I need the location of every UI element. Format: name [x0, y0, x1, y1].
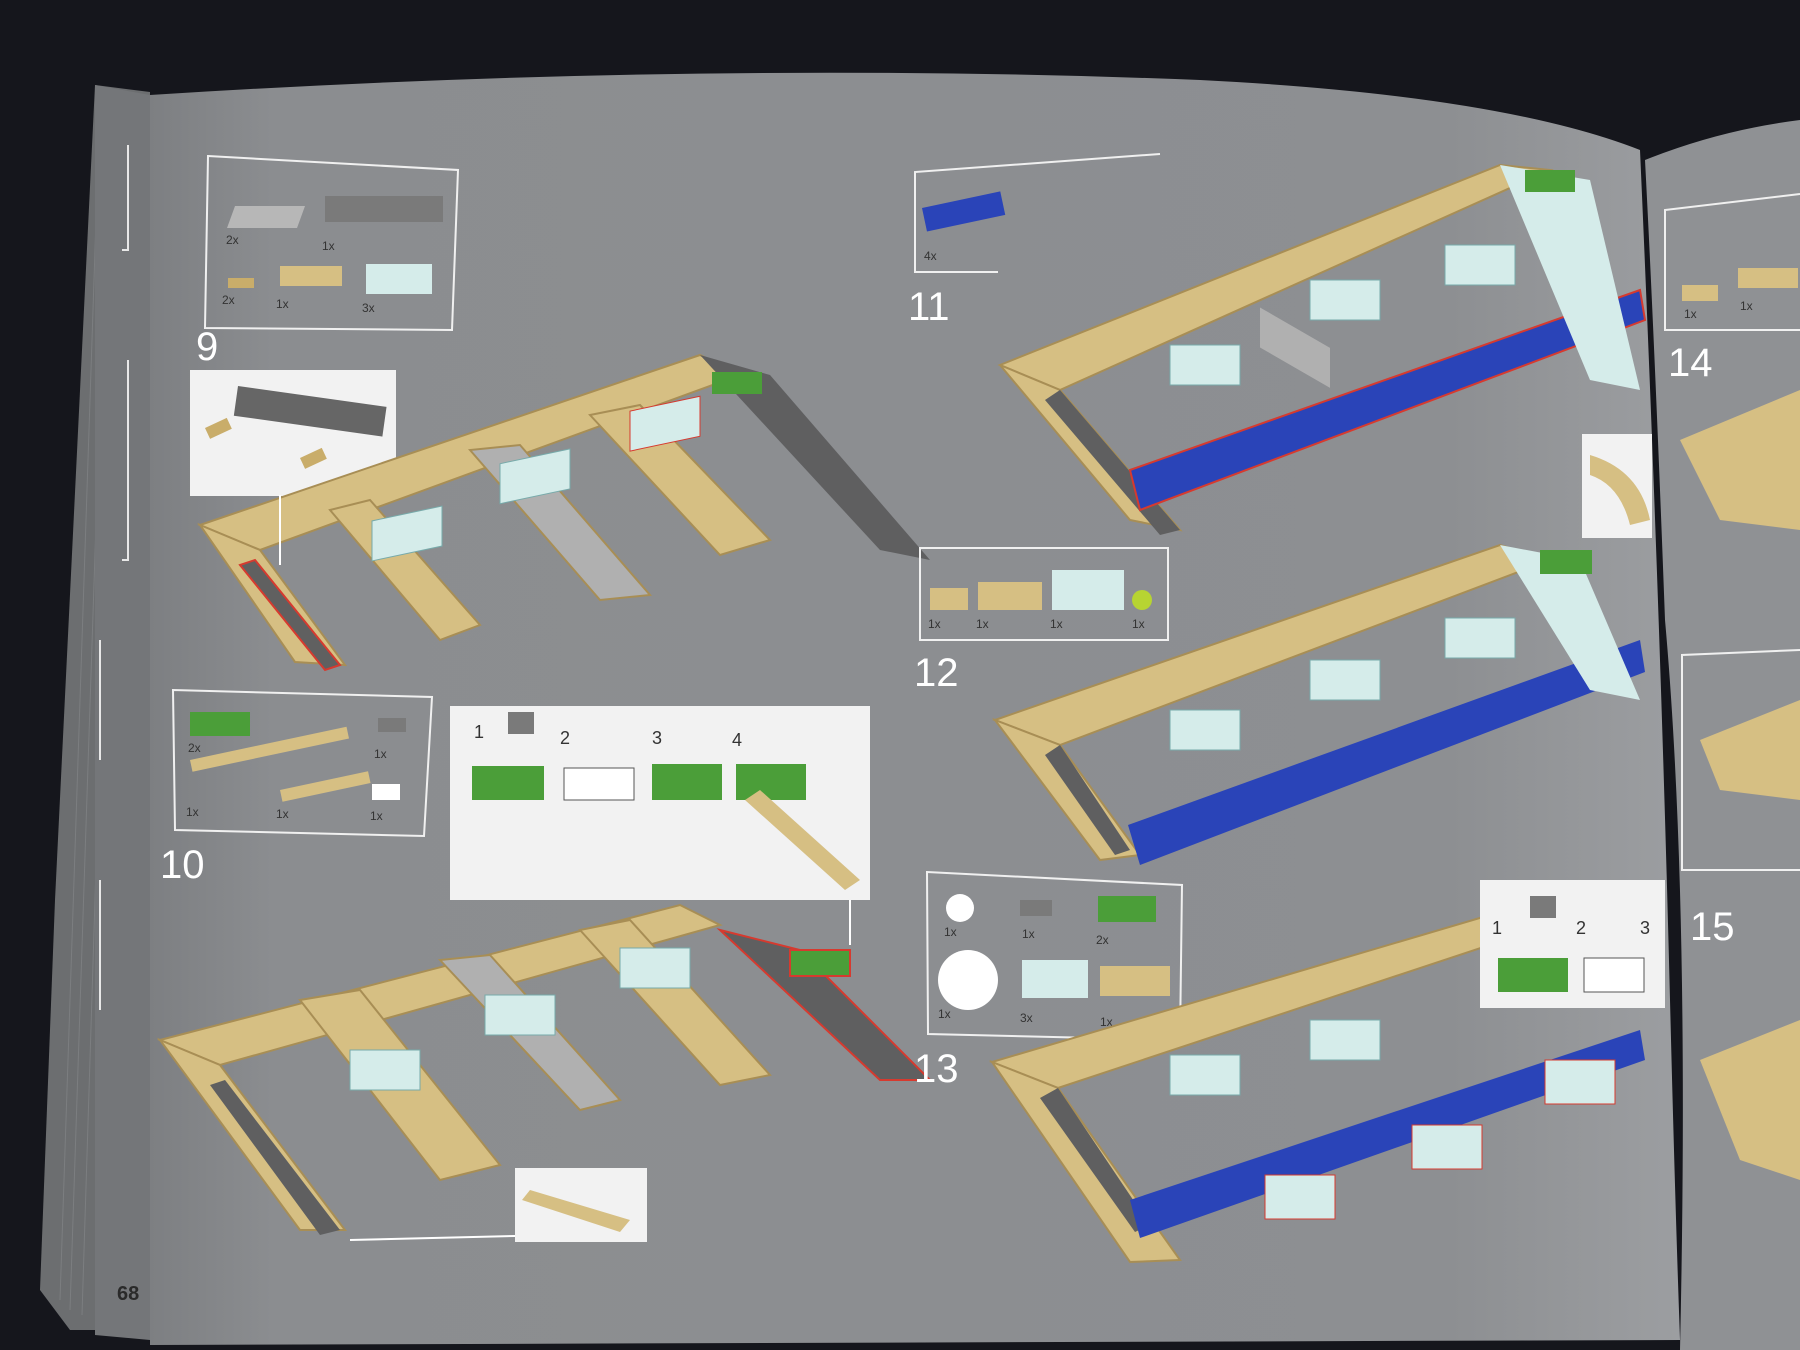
- part-plate-tan-medium: [280, 771, 371, 802]
- part-brick-tan-long: [978, 582, 1042, 610]
- part-brick-aqua: [1052, 570, 1124, 610]
- previous-page-strip: [95, 85, 150, 1340]
- step14-qty-1: 1x: [1684, 307, 1697, 321]
- substep-4: 4: [732, 730, 742, 750]
- aqua-brick: [629, 395, 701, 452]
- step12-qty-3: 1x: [1050, 617, 1063, 631]
- part-plate-green: [190, 712, 250, 736]
- step13-build-model: [988, 910, 1645, 1264]
- step13-qty-2: 1x: [1022, 927, 1035, 941]
- step9-parts-callout: 2x 1x 2x 1x 3x: [203, 154, 460, 332]
- step15-subassembly-callout: 1 2 3: [1480, 880, 1665, 1008]
- step9-qty-3: 2x: [222, 293, 235, 307]
- part-round-white-small: [946, 894, 974, 922]
- step10-subassembly-callout: 1 2 3 4: [450, 706, 870, 900]
- step9-qty-5: 3x: [362, 301, 375, 315]
- aqua-brick: [499, 448, 571, 505]
- part-plate-tan: [280, 266, 342, 286]
- step14-build-model: [1680, 390, 1800, 530]
- part-tile-light-gray: [227, 206, 306, 228]
- step10-qty-3: 1x: [186, 805, 199, 819]
- part-technic-beam-gray: [325, 196, 443, 222]
- step9-qty-1: 2x: [226, 233, 239, 247]
- step15-number: 15: [1690, 905, 1735, 949]
- step12-qty-1: 1x: [928, 617, 941, 631]
- step13-qty-4: 1x: [938, 1007, 951, 1021]
- step10-qty-2: 1x: [374, 747, 387, 761]
- step15-substep-3: 3: [1640, 918, 1650, 938]
- part-technic-pin-tan: [228, 278, 254, 288]
- step14-parts-callout: 1x 1x: [1664, 193, 1800, 331]
- part-brick-tan: [1100, 966, 1170, 996]
- green-plate: [712, 372, 762, 394]
- step9-build-model: [197, 353, 930, 672]
- step11-qty-1: 4x: [924, 249, 937, 263]
- step12-parts-callout: 1x 1x 1x 1x: [919, 547, 1169, 641]
- part-round-white: [372, 784, 400, 800]
- step13-qty-1: 1x: [944, 925, 957, 939]
- step12-number: 12: [914, 651, 959, 695]
- step12-side-callout: [1582, 434, 1652, 538]
- part-plate-tan-long: [190, 726, 349, 772]
- step13-qty-5: 3x: [1020, 1011, 1033, 1025]
- part-brick-aqua: [366, 264, 432, 294]
- step15-substep-1: 1: [1492, 918, 1502, 938]
- aqua-brick: [371, 505, 443, 562]
- step10-qty-1: 2x: [188, 741, 201, 755]
- step11-number: 11: [908, 285, 950, 329]
- part-clip-gray: [378, 718, 406, 732]
- step12-qty-2: 1x: [976, 617, 989, 631]
- step9-qty-2: 1x: [322, 239, 335, 253]
- step12-build-model: [992, 543, 1645, 865]
- step15-substep-2: 2: [1576, 918, 1586, 938]
- substep-2: 2: [560, 728, 570, 748]
- step9-qty-4: 1x: [276, 297, 289, 311]
- step12-qty-4: 1x: [1132, 617, 1145, 631]
- part-round-white-large: [938, 950, 998, 1010]
- part-clip-gray: [1020, 900, 1052, 916]
- step10-qty-4: 1x: [276, 807, 289, 821]
- step10-build-model: [156, 900, 933, 1242]
- step9-number: 9: [196, 325, 218, 369]
- part-brick-tan-small: [930, 588, 968, 610]
- step13-qty-3: 2x: [1096, 933, 1109, 947]
- part-round-lime: [1132, 590, 1152, 610]
- part-brick-aqua: [1022, 960, 1088, 998]
- step15-frame: [1681, 649, 1800, 871]
- step15-build-model: [1700, 700, 1800, 800]
- step14-qty-2: 1x: [1740, 299, 1753, 313]
- step14-number: 14: [1668, 341, 1713, 385]
- step10-parts-callout: 2x 1x 1x 1x 1x: [171, 688, 434, 838]
- previous-page-callout-frames: [99, 145, 129, 1010]
- substep-3: 3: [652, 728, 662, 748]
- step13-qty-6: 1x: [1100, 1015, 1113, 1029]
- step10-qty-5: 1x: [370, 809, 383, 823]
- step16-build-model: [1700, 1020, 1800, 1180]
- step11-build-model: [997, 163, 1647, 535]
- part-brick-blue: [922, 191, 1006, 232]
- page-number: 68: [117, 1283, 139, 1305]
- step10-number: 10: [160, 843, 205, 887]
- step13-number: 13: [914, 1047, 959, 1091]
- substep-1: 1: [474, 722, 484, 742]
- step13-parts-callout: 1x 1x 2x 1x 3x 1x: [925, 870, 1184, 1042]
- part-plate-green: [1098, 896, 1156, 922]
- step11-parts-callout: 4x: [914, 153, 1161, 273]
